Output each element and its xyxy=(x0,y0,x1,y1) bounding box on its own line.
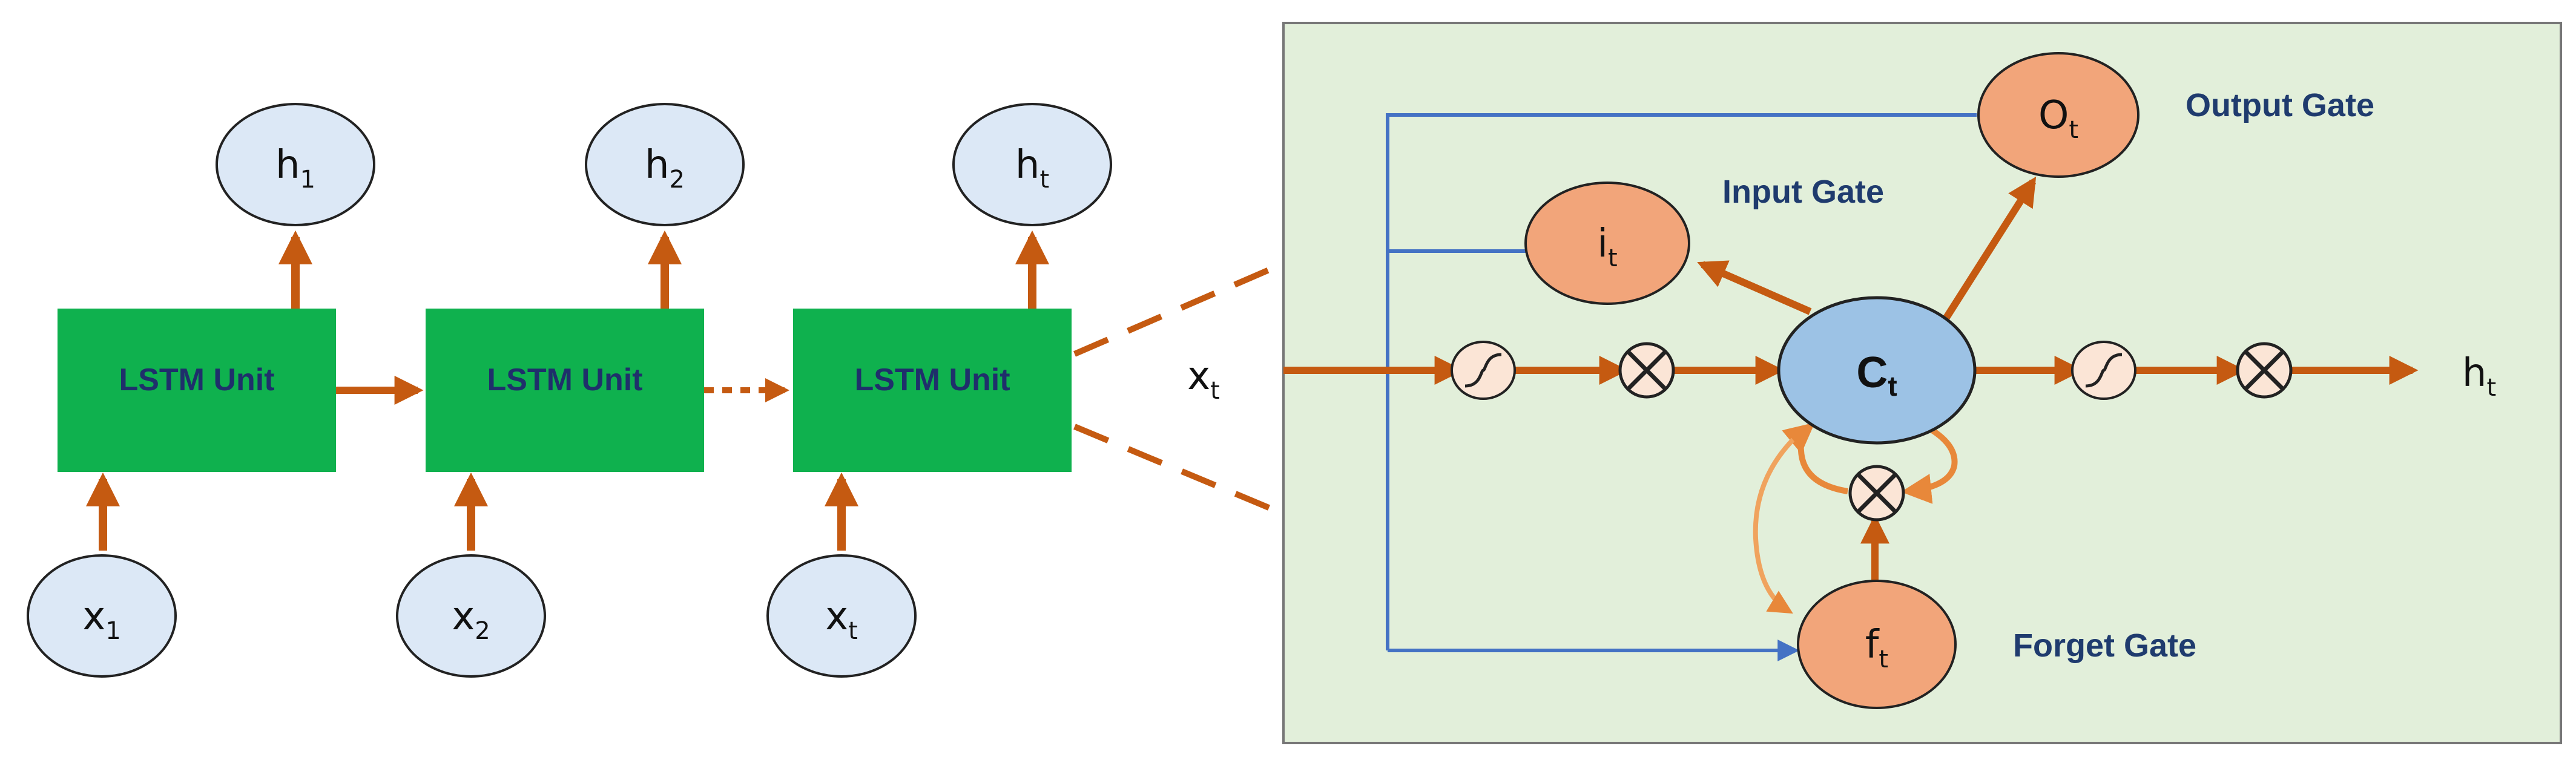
input-node-xt xyxy=(766,554,917,678)
blue-gate-lines xyxy=(1386,113,1977,661)
blue-line-to-output-gate xyxy=(1386,113,1977,650)
output-gate-symbol: Ot xyxy=(2038,93,2078,144)
output-node-h2 xyxy=(585,103,745,226)
arrow-cell-to-output-gate xyxy=(1943,176,2037,320)
lstm-unit-3: ht LSTM Unit xt xyxy=(766,103,1112,678)
multiply-op-1 xyxy=(1618,342,1675,399)
output-label-ht: ht xyxy=(1015,143,1049,194)
zoom-line-top xyxy=(1073,263,1279,357)
forget-gate-symbol: ft xyxy=(1865,623,1888,673)
output-node-h1 xyxy=(216,103,375,226)
cell-input-label-xt: xt xyxy=(1187,354,1220,405)
input-node-x1 xyxy=(27,554,177,678)
input-gate-symbol: it xyxy=(1597,221,1617,272)
lstm-unit-box-1 xyxy=(58,309,336,472)
sigmoid-op-2 xyxy=(2071,341,2136,400)
lstm-cell-panel: Ct it Input Gate Ot Output Gate ft Forge… xyxy=(1282,22,2562,744)
input-node-x2 xyxy=(396,554,546,678)
lstm-unit-box-3 xyxy=(793,309,1072,472)
zoom-line-bottom xyxy=(1073,424,1279,514)
input-label-xt: xt xyxy=(825,594,858,645)
cell-output-label-ht: ht xyxy=(2462,351,2496,402)
input-label-x1: x1 xyxy=(82,594,120,645)
output-gate-node xyxy=(1977,52,2140,178)
input-gate-node xyxy=(1524,182,1690,305)
input-label-x2: x2 xyxy=(452,594,490,645)
lstm-unit-box-2 xyxy=(426,309,704,472)
lstm-unit-1: h1 LSTM Unit x1 xyxy=(27,103,375,678)
arrow-cell-to-input-gate xyxy=(1697,260,1812,315)
multiply-op-3 xyxy=(1848,465,1905,522)
output-gate-label: Output Gate xyxy=(2186,87,2374,123)
lstm-unit-2: h2 LSTM Unit x2 xyxy=(396,103,745,678)
light-arrow-cell-to-forget-gate xyxy=(1753,423,1811,614)
cell-state-label: Ct xyxy=(1856,349,1897,402)
cell-state-node xyxy=(1777,296,1977,445)
input-gate-label: Input Gate xyxy=(1722,174,1884,210)
forget-gate-label: Forget Gate xyxy=(2013,627,2196,664)
output-label-h1: h1 xyxy=(275,143,315,194)
unrolled-chain: h1 LSTM Unit x1 h2 LSTM Unit x2 ht xyxy=(27,103,1279,678)
lstm-unit-label-2: LSTM Unit xyxy=(487,362,642,398)
sigmoid-op-1 xyxy=(1451,341,1516,400)
forget-gate-node xyxy=(1797,580,1957,709)
output-label-h2: h2 xyxy=(645,143,685,194)
lstm-unit-label-3: LSTM Unit xyxy=(854,362,1010,398)
multiply-op-2 xyxy=(2236,342,2293,399)
output-node-ht xyxy=(952,103,1112,226)
lstm-unit-label-1: LSTM Unit xyxy=(119,362,274,398)
